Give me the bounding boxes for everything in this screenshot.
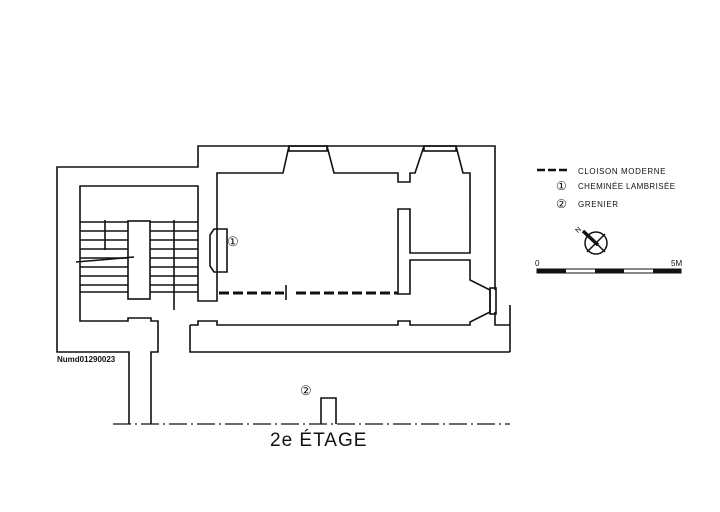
scale-bar: 0 5M <box>535 259 682 274</box>
stair-core <box>127 220 151 300</box>
scale-start: 0 <box>535 259 540 268</box>
legend-attic: GRENIER <box>578 200 619 209</box>
north-arrow-icon: N <box>574 226 608 255</box>
marker-attic: ② <box>300 383 312 398</box>
window-3 <box>489 287 497 315</box>
legend-marker-2: ② <box>556 197 567 211</box>
outer-wall <box>56 145 511 424</box>
legend: CLOISON MODERNE ① CHEMINÉE LAMBRISÉE ② G… <box>537 167 675 211</box>
walls <box>56 145 511 425</box>
marker-fireplace: ① <box>227 234 239 249</box>
scale-end: 5M <box>671 259 682 268</box>
reference-code: Numd01290023 <box>57 355 116 364</box>
svg-text:N: N <box>574 226 583 235</box>
window-2 <box>423 145 457 152</box>
legend-fireplace: CHEMINÉE LAMBRISÉE <box>578 182 675 191</box>
legend-marker-1: ① <box>556 179 567 193</box>
fireplace-paneled <box>209 228 228 273</box>
page-title: 2e ÉTAGE <box>270 430 367 451</box>
window-1 <box>288 145 328 152</box>
staircase <box>75 220 198 310</box>
legend-partition: CLOISON MODERNE <box>578 167 666 176</box>
attic-pillar <box>320 397 337 424</box>
